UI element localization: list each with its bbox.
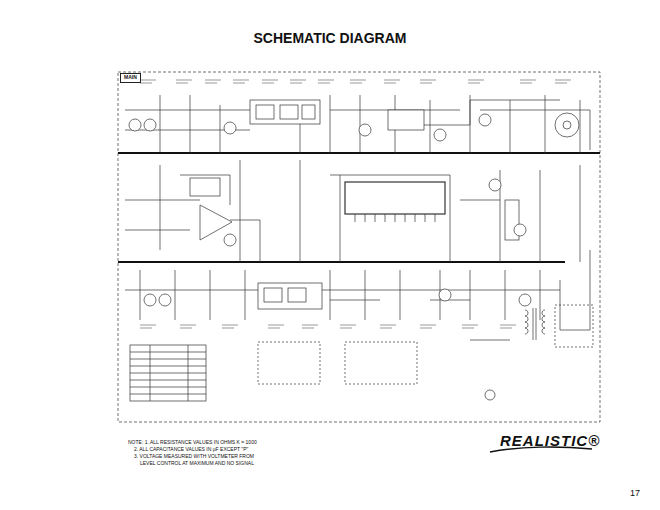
wiring [125,95,590,340]
board-frame [118,72,600,422]
ic-blocks [190,100,519,309]
page-title: SCHEMATIC DIAGRAM [0,30,660,46]
transformer-symbol [485,308,545,400]
power-bus [118,153,600,262]
transistor-symbols [129,114,531,306]
section-tag: MAIN [120,73,141,83]
switch-table [130,345,206,401]
note-text: NOTE: 1. ALL RESISTANCE VALUES IN OHMS K… [128,440,257,446]
brand-logo: REALISTIC® [500,432,600,449]
note-text: 3. VOLTAGE MEASURED WITH VOLTMETER FROM [134,454,254,460]
section-name: MAIN [124,75,137,81]
illegible-part-labels [140,80,571,328]
note-text: 2. ALL CAPACITANCE VALUES IN μF EXCEPT "… [134,447,248,453]
meter-symbol [555,113,579,137]
option-boxes [258,305,593,384]
note-text: LEVEL CONTROL AT MAXIMUM AND NO SIGNAL [140,461,254,467]
page-number: 17 [630,488,640,498]
